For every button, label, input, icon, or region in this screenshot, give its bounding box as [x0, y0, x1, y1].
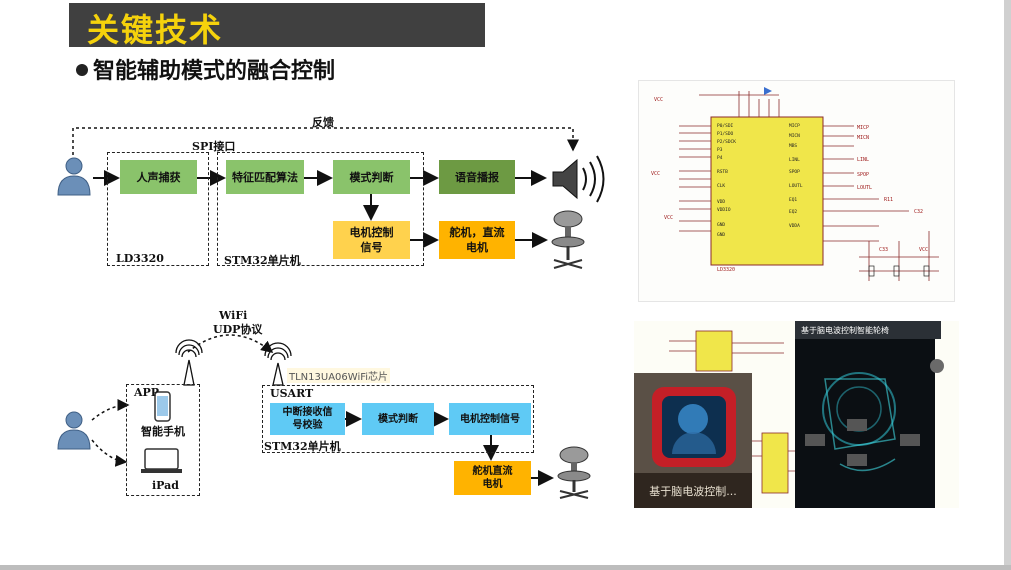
svg-text:LOUTL: LOUTL: [789, 183, 803, 189]
voice-capture-box: 人声捕获: [120, 160, 197, 194]
svg-text:P2/SDCK: P2/SDCK: [717, 139, 736, 145]
speaker-icon: [552, 155, 605, 203]
servo-dc-box-top: 舵机，直流电机: [439, 221, 515, 259]
app-label: APP: [134, 386, 160, 399]
svg-text:P4: P4: [717, 155, 723, 161]
motor-signal-box-bottom: 电机控制信号: [449, 403, 531, 435]
user-icon: [57, 411, 91, 450]
stm32-label-bottom: STM32单片机: [264, 440, 341, 453]
app-screen-title: 基于脑电波控制智能轮椅: [795, 321, 941, 339]
wheelchair-graphic: [805, 372, 920, 472]
slide-title: 关键技术: [87, 11, 224, 49]
app-screenshots-image: 基于脑电波控制... 基于脑电波控制智能轮椅: [634, 321, 959, 508]
svg-text:VCC: VCC: [919, 247, 928, 253]
feature-match-box: 特征匹配算法: [226, 160, 304, 194]
svg-text:MICP: MICP: [857, 125, 869, 131]
svg-text:MICN: MICN: [857, 135, 869, 141]
head-silhouette-icon: [662, 396, 726, 458]
svg-text:MICN: MICN: [789, 133, 800, 139]
motor-signal-box-top: 电机控制信号: [333, 221, 410, 259]
svg-text:MICP: MICP: [789, 123, 800, 129]
mode-judge-box-top: 模式判断: [333, 160, 410, 194]
ld3320-label: LD3320: [116, 252, 164, 265]
wifi-label: WiFi: [219, 309, 248, 322]
antenna-icon: [264, 342, 292, 386]
side-button-icon: [930, 359, 944, 373]
svg-text:LINL: LINL: [789, 157, 800, 163]
ipad-label: iPad: [152, 479, 179, 492]
svg-text:LD3320: LD3320: [717, 267, 735, 273]
svg-text:RSTB: RSTB: [717, 169, 728, 175]
app-icon-photo: 基于脑电波控制...: [634, 373, 752, 508]
svg-text:GND: GND: [717, 232, 725, 238]
svg-text:MBS: MBS: [789, 143, 797, 149]
svg-text:CLK: CLK: [717, 183, 725, 189]
app-screen: 基于脑电波控制智能轮椅: [795, 321, 941, 508]
app-group: [126, 384, 200, 496]
chair-icon: [557, 446, 591, 499]
svg-text:VCC: VCC: [664, 215, 673, 221]
svg-text:P3: P3: [717, 147, 723, 153]
svg-text:C33: C33: [879, 247, 888, 253]
app-caption: 基于脑电波控制...: [634, 473, 752, 508]
svg-text:SPOP: SPOP: [857, 172, 869, 178]
brain-app-icon: [652, 387, 736, 467]
servo-dc-box-bottom: 舵机直流电机: [454, 461, 531, 495]
subtitle-text: 智能辅助模式的融合控制: [93, 59, 336, 84]
svg-text:VCC: VCC: [654, 97, 663, 103]
mode-judge-box-bottom: 模式判断: [362, 403, 434, 435]
svg-text:R11: R11: [884, 197, 893, 203]
chair-icon: [551, 210, 585, 269]
svg-text:GND: GND: [717, 222, 725, 228]
feedback-label: 反馈: [312, 116, 334, 129]
wifi-chip-label: TLN13UA06WiFi芯片: [287, 368, 391, 383]
spi-label: SPI接口: [192, 140, 236, 153]
title-bar: 关键技术: [69, 3, 485, 49]
svg-text:LINL: LINL: [857, 157, 869, 163]
bullet-icon: [76, 64, 88, 76]
user-icon: [57, 157, 91, 196]
svg-text:VCC: VCC: [651, 171, 660, 177]
antenna-icon: [175, 339, 203, 386]
stm32-group-top: [217, 152, 424, 266]
svg-text:VDDA: VDDA: [789, 223, 800, 229]
tablet-icon: [141, 448, 182, 473]
slide-edge-right: [1004, 0, 1011, 570]
slide-edge-bottom: [0, 565, 1011, 570]
svg-text:VDD: VDD: [717, 199, 725, 205]
svg-text:EQ1: EQ1: [789, 197, 797, 203]
phone-label: 智能手机: [141, 425, 185, 438]
svg-text:SPOP: SPOP: [789, 169, 800, 175]
stm32-group-bottom: [262, 385, 534, 453]
udp-label: UDP协议: [213, 323, 263, 336]
svg-text:P0/SDI: P0/SDI: [717, 123, 734, 129]
ld3320-group: [107, 152, 209, 266]
svg-text:LOUTL: LOUTL: [857, 185, 872, 191]
slide-subtitle: 智能辅助模式的融合控制: [76, 53, 335, 85]
interrupt-check-box: 中断接收信号校验: [270, 403, 345, 435]
svg-text:EQ2: EQ2: [789, 209, 797, 215]
voice-play-box: 语音播报: [439, 160, 515, 194]
svg-text:P1/SDO: P1/SDO: [717, 131, 734, 137]
stm32-label-top: STM32单片机: [224, 254, 301, 267]
svg-text:VDDIO: VDDIO: [717, 207, 731, 213]
usart-label: USART: [270, 387, 314, 400]
phone-icon: [154, 391, 171, 422]
svg-text:C32: C32: [914, 209, 923, 215]
